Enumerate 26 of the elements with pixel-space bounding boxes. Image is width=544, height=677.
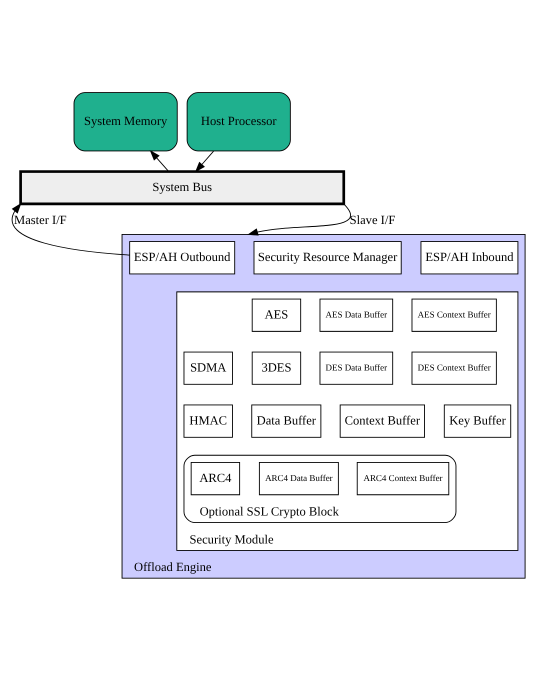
- node-box: Key Buffer: [444, 404, 512, 438]
- node-box: AES Context Buffer: [412, 298, 497, 332]
- node-box: ARC4: [190, 461, 240, 495]
- node-box: AES Data Buffer: [320, 298, 394, 332]
- node-box: ARC4 Data Buffer: [258, 461, 339, 495]
- node-box: AES: [252, 298, 302, 332]
- arrow: [150, 149, 169, 172]
- edge-label: Master I/F: [14, 212, 67, 226]
- node-box: System Memory: [74, 92, 178, 151]
- node-box: Security Resource Manager: [254, 240, 402, 274]
- arrow: [247, 202, 352, 236]
- node-box: ESP/AH Inbound: [420, 240, 518, 274]
- node-box: System Bus: [19, 170, 346, 205]
- node-box: ESP/AH Outbound: [129, 240, 236, 274]
- node-box: Host Processor: [186, 92, 291, 151]
- arrow: [12, 202, 130, 256]
- arrow: [194, 150, 214, 172]
- node-box: ARC4 Context Buffer: [356, 461, 450, 495]
- node-box: Context Buffer: [340, 404, 425, 438]
- node-box: 3DES: [252, 351, 302, 384]
- node-box: HMAC: [184, 404, 233, 438]
- edge-label: Slave I/F: [350, 212, 396, 226]
- node-box: Data Buffer: [251, 404, 322, 438]
- node-box: SDMA: [184, 351, 233, 384]
- node-box: DES Context Buffer: [412, 351, 497, 384]
- node-box: DES Data Buffer: [320, 351, 394, 384]
